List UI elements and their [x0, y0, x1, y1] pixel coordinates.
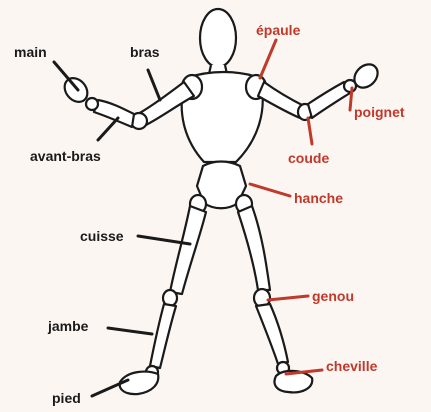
- label-hanche: hanche: [294, 190, 343, 206]
- leader-bras: [148, 70, 160, 100]
- leader-epaule: [260, 40, 276, 78]
- label-pied: pied: [52, 390, 81, 406]
- leader-avant-bras: [98, 118, 118, 140]
- label-coude: coude: [288, 150, 329, 166]
- left-shin: [150, 304, 176, 368]
- label-bras: bras: [130, 44, 160, 60]
- label-cheville: cheville: [326, 358, 377, 374]
- label-epaule: épaule: [256, 22, 300, 38]
- left-foot: [120, 372, 159, 395]
- left-wrist-joint: [86, 98, 98, 110]
- label-poignet: poignet: [354, 104, 405, 120]
- right-thigh: [238, 206, 270, 290]
- label-main: main: [14, 44, 47, 60]
- leader-jambe: [108, 328, 152, 334]
- leader-coude: [308, 118, 312, 144]
- right-shin: [256, 304, 288, 364]
- leader-genou: [268, 296, 308, 300]
- label-cuisse: cuisse: [80, 228, 124, 244]
- label-avant-bras: avant-bras: [30, 148, 101, 164]
- leader-hanche: [250, 184, 290, 196]
- label-genou: genou: [312, 288, 354, 304]
- left-thigh: [170, 206, 206, 294]
- head: [200, 9, 236, 67]
- label-jambe: jambe: [48, 318, 88, 334]
- leader-poignet: [350, 88, 352, 110]
